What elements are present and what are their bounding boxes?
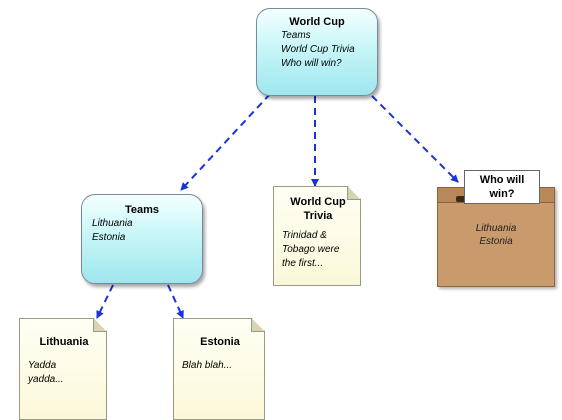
node-line: Lithuania — [475, 223, 517, 234]
node-line: Who will win? — [281, 58, 342, 69]
node-line: Tobago were — [282, 244, 340, 255]
node-title: Trivia — [303, 210, 333, 222]
note-fold-icon — [251, 319, 264, 332]
note-fold-icon — [347, 187, 360, 200]
node-line: World Cup Trivia — [281, 44, 355, 55]
ballot-box-body: Lithuania Estonia — [438, 222, 554, 248]
node-line: Lithuania — [92, 218, 133, 229]
note-fold-icon — [93, 319, 106, 332]
node-line: Trinidad & — [282, 230, 327, 241]
node-title: World Cup — [290, 196, 346, 208]
node-line: yadda... — [28, 374, 64, 385]
node-line: Yadda — [28, 360, 57, 371]
ballot-card: Who will win? — [464, 170, 540, 204]
connector-teams-lithuania — [96, 284, 114, 319]
node-title: win? — [489, 188, 515, 200]
node-line: the first... — [282, 258, 324, 269]
node-world-cup-trivia[interactable]: World Cup Trivia Trinidad & Tobago were … — [273, 186, 361, 286]
node-teams[interactable]: Teams Lithuania Estonia — [81, 194, 203, 284]
node-line: Teams — [281, 30, 311, 41]
node-title: Lithuania — [39, 336, 89, 348]
node-lithuania[interactable]: Lithuania Yadda yadda... — [19, 318, 107, 420]
node-title: World Cup — [289, 16, 345, 28]
node-estonia[interactable]: Estonia Blah blah... — [173, 318, 265, 420]
connector-teams-estonia — [167, 284, 184, 319]
node-line: Estonia — [479, 236, 513, 247]
node-line: Blah blah... — [182, 360, 233, 371]
connector-worldcup-teams — [180, 93, 271, 191]
node-world-cup[interactable]: World Cup Teams World Cup Trivia Who wil… — [256, 8, 378, 96]
node-line: Estonia — [92, 232, 126, 243]
node-title: Who will — [479, 174, 525, 186]
connector-worldcup-whowillwin — [371, 95, 459, 183]
node-title: Estonia — [200, 336, 240, 348]
node-title: Teams — [124, 204, 160, 216]
